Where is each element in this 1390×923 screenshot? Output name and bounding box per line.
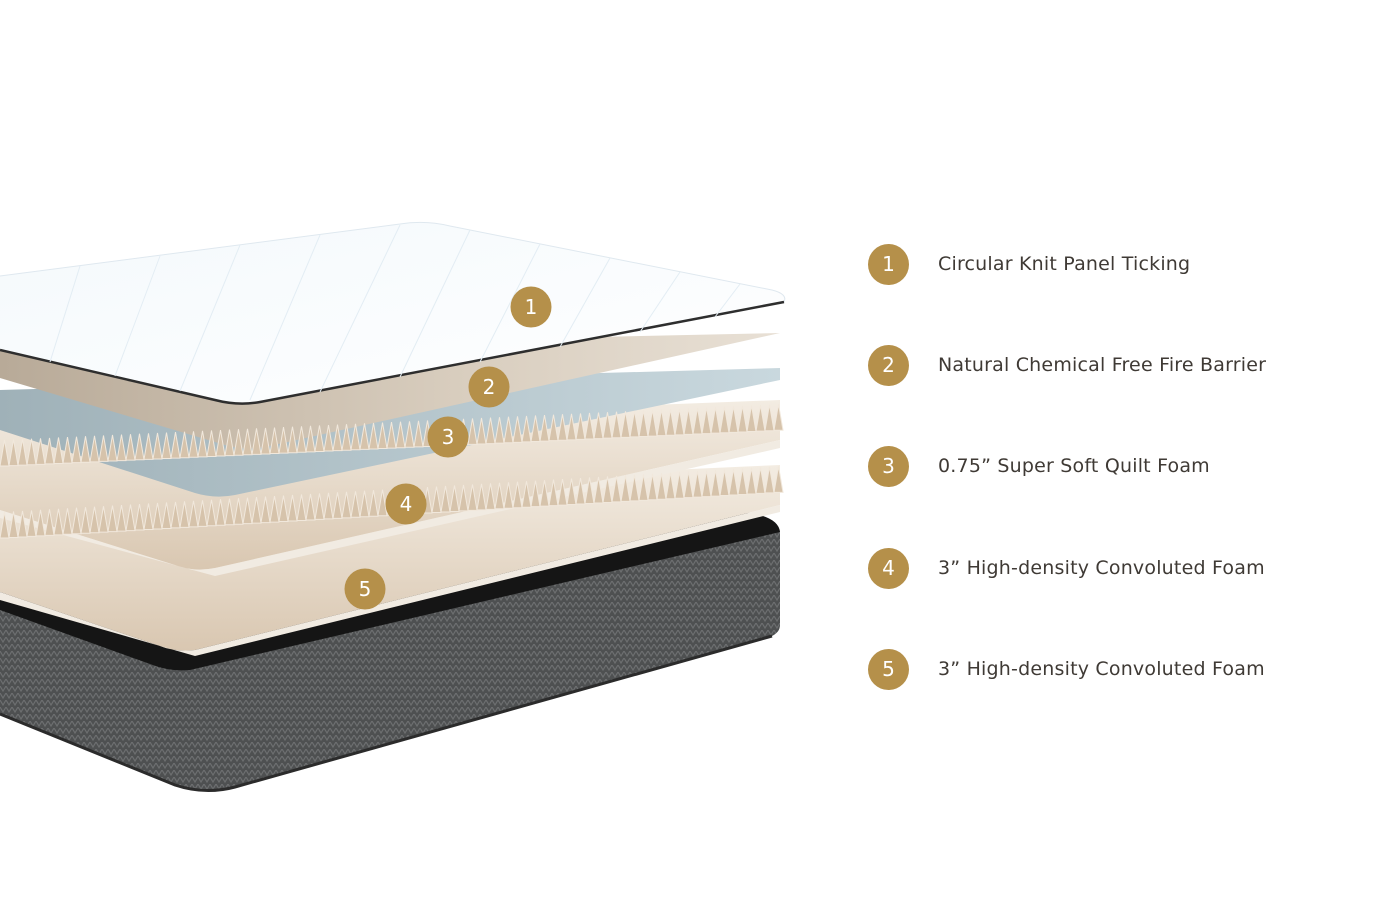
legend-label: 3” High-density Convoluted Foam: [938, 658, 1265, 680]
number-badge-icon: 4: [868, 547, 909, 589]
legend-item-1: 1 Circular Knit Panel Ticking: [868, 243, 1190, 285]
legend-item-3: 3 0.75” Super Soft Quilt Foam: [868, 445, 1210, 487]
layer-marker-5: 5: [344, 568, 386, 610]
svg-text:3: 3: [442, 425, 455, 449]
layer-marker-1: 1: [510, 286, 552, 328]
knit-panel-ticking-layer: [0, 221, 786, 405]
legend-label: Circular Knit Panel Ticking: [938, 253, 1191, 275]
svg-text:1: 1: [525, 295, 538, 319]
svg-text:2: 2: [483, 375, 496, 399]
legend-item-2: 2 Natural Chemical Free Fire Barrier: [868, 344, 1266, 386]
layer-marker-3: 3: [427, 416, 469, 458]
svg-text:5: 5: [359, 577, 372, 601]
quilt-stitch-lines: [49, 224, 741, 401]
foam-peaks-lower: [0, 466, 784, 539]
legend-item-4: 4 3” High-density Convoluted Foam: [868, 547, 1265, 589]
layer-marker-2: 2: [468, 366, 510, 408]
legend-label: Natural Chemical Free Fire Barrier: [938, 354, 1267, 376]
number-badge-icon: 5: [868, 648, 909, 690]
layer-marker-4: 4: [385, 483, 427, 525]
svg-text:4: 4: [400, 492, 413, 516]
number-badge-icon: 1: [868, 243, 909, 285]
legend-label: 0.75” Super Soft Quilt Foam: [938, 455, 1210, 477]
mattress-layers-illustration: 1 2 3 4 5: [0, 221, 786, 792]
legend-item-5: 5 3” High-density Convoluted Foam: [868, 648, 1265, 690]
legend-label: 3” High-density Convoluted Foam: [938, 557, 1265, 579]
number-badge-icon: 2: [868, 344, 909, 386]
number-badge-icon: 3: [868, 445, 909, 487]
